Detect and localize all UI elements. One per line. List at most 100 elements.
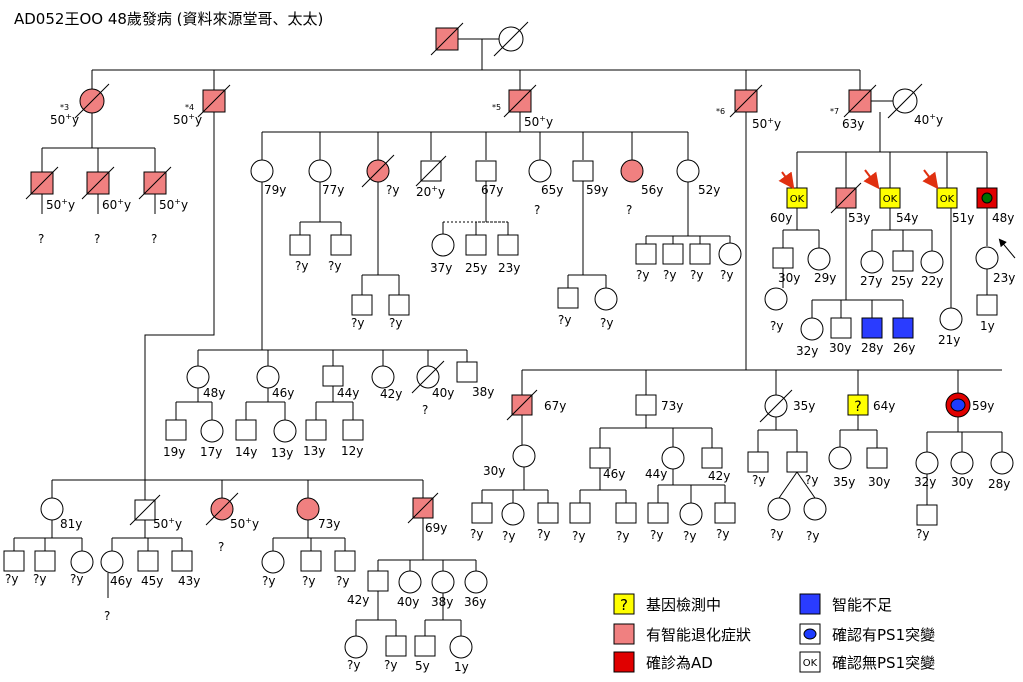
b5-female-b <box>308 159 332 183</box>
b7-male-a: OK <box>786 187 808 209</box>
b6a-gc-2 <box>501 502 525 526</box>
label-h1: 48y <box>203 386 225 400</box>
label-m3: ?y <box>770 319 783 333</box>
b6e-child-3 <box>990 451 1014 475</box>
b6-male-a <box>506 389 538 421</box>
label-m13: 26y <box>893 341 915 355</box>
b5-female-f <box>528 159 552 183</box>
label-k2: ?y <box>328 259 341 273</box>
b4-female-a <box>40 497 64 521</box>
b4e-gc-1 <box>344 635 368 659</box>
label-m4: 27y <box>860 274 882 288</box>
legend-label-blue: 智能不足 <box>832 596 892 614</box>
label-c5i: 52y <box>698 183 720 197</box>
legend-label-red: 確診為AD <box>646 654 713 672</box>
label-a2: 50+y <box>173 112 202 127</box>
label-h5q: ? <box>422 403 428 417</box>
b4e-child-4 <box>464 570 488 594</box>
label-b5: 69y <box>425 521 447 535</box>
b6b-child-1 <box>589 447 611 469</box>
b7-male-c: OK <box>879 187 901 209</box>
b6a-child <box>512 444 536 468</box>
mutation-dot <box>950 398 966 412</box>
label-m9: 21y <box>938 333 960 347</box>
gen2-female-3 <box>74 83 110 119</box>
b6c-child-2 <box>786 451 808 473</box>
label-k12: ?y <box>690 268 703 282</box>
label-c5c: ?y <box>386 183 399 197</box>
b6e-child-1 <box>915 451 939 475</box>
label-v6: 43y <box>178 574 200 588</box>
label-k11: ?y <box>663 268 676 282</box>
label-h8: 17y <box>200 445 222 459</box>
b7b-child-3 <box>861 317 883 339</box>
label-h9: 14y <box>235 445 257 459</box>
h-gc-4 <box>273 419 297 443</box>
label-k7: 23y <box>498 261 520 275</box>
label-c5b: 77y <box>322 183 344 197</box>
label-k13: ?y <box>720 268 733 282</box>
b7d-child <box>939 307 963 331</box>
label-a3: 50+y <box>524 114 553 129</box>
label-a7: 40+y <box>914 112 943 127</box>
b4d-child-1 <box>261 550 285 574</box>
label-v9: ?y <box>336 574 349 588</box>
b4-female-d <box>296 497 320 521</box>
label-n6: *6 <box>716 107 725 116</box>
b6-male-d-q: ? <box>854 399 861 415</box>
b6a-gc-3 <box>537 502 559 524</box>
b6b-child-3 <box>701 447 723 469</box>
label-k3: ?y <box>351 316 364 330</box>
b6-male-d: ? <box>847 394 869 416</box>
branch3-male-3 <box>138 166 172 200</box>
b5c-son-1 <box>351 294 373 316</box>
legend-label-dot: 確認有PS1突變 <box>832 626 935 644</box>
label-u10: ?y <box>806 529 819 543</box>
label-q1: ? <box>38 232 44 246</box>
label-t8: 30y <box>868 475 890 489</box>
b7c-child-3 <box>920 250 944 274</box>
b7-male-b <box>830 182 862 214</box>
b7b-child-4 <box>892 317 914 339</box>
b7a-gchild <box>764 287 788 311</box>
label-m6: 22y <box>921 274 943 288</box>
label-u4: ?y <box>572 529 585 543</box>
legend-label-ok: 確認無PS1突變 <box>832 654 935 672</box>
label-k1: ?y <box>295 259 308 273</box>
b79-male-f <box>456 361 478 383</box>
b6c-child-1 <box>747 451 769 473</box>
label-k5: 37y <box>430 261 452 275</box>
label-c7b: 53y <box>848 211 870 225</box>
b5g-child-2 <box>594 287 618 311</box>
label-w3: 38y <box>431 595 453 609</box>
label-v4: 46y <box>110 574 132 588</box>
label-w4: 36y <box>464 595 486 609</box>
b4e-child-1 <box>367 570 389 592</box>
b5-female-h <box>620 159 644 183</box>
b6b-gc-5 <box>714 502 736 524</box>
label-h5: 40y <box>432 386 454 400</box>
label-v8: ?y <box>302 574 315 588</box>
gen2-male-5 <box>503 84 537 118</box>
b7-male-proband <box>976 187 998 209</box>
label-h3: 44y <box>337 386 359 400</box>
label-k9: ?y <box>600 316 613 330</box>
label-w1: 42y <box>347 593 369 607</box>
b5e-child-1 <box>431 233 455 257</box>
label-v5: 45y <box>141 574 163 588</box>
legend-item-blue: 智能不足 <box>799 593 892 615</box>
b6b-gc-4 <box>679 502 703 526</box>
label-u7: ?y <box>683 529 696 543</box>
label-c5e: 67y <box>481 183 503 197</box>
label-h6: 38y <box>472 385 494 399</box>
b6-male-b <box>635 394 657 416</box>
label-g3b: 60+y <box>102 197 131 212</box>
b79-female-b <box>256 365 280 389</box>
b6a-gc-1 <box>471 502 493 524</box>
label-t11: 28y <box>988 477 1010 491</box>
label-x3: 5y <box>415 659 430 673</box>
b7-male-d-ok-text: OK <box>940 194 955 205</box>
b7a-daughter <box>807 247 831 271</box>
h-gc-1 <box>165 419 187 441</box>
